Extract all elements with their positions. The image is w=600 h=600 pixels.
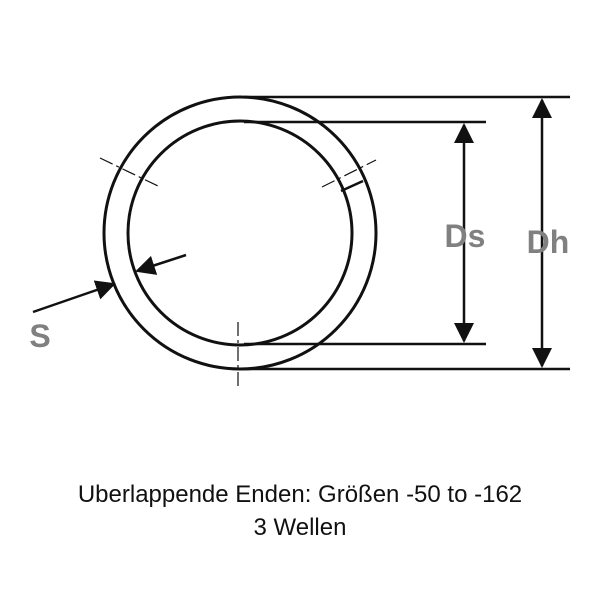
- caption-line-1: Uberlappende Enden: Größen -50 to -162: [77, 481, 523, 508]
- ring-outer-edge: [102, 95, 378, 371]
- s-label: S: [29, 318, 50, 354]
- center-marks: [99, 157, 377, 390]
- caption-line-2: 3 Wellen: [253, 514, 347, 541]
- ring: [102, 95, 378, 371]
- dimension-lines: [32, 98, 552, 368]
- center-mark-right: [321, 159, 377, 188]
- ring-gap-line: [340, 179, 364, 193]
- ring-inner-edge: [126, 119, 354, 347]
- s-arrow-outer: [32, 280, 116, 314]
- caption: Uberlappende Enden: Größen -50 to -162 3…: [0, 478, 600, 544]
- ds-label: Ds: [445, 218, 486, 254]
- center-mark-left: [99, 157, 161, 188]
- dh-label: Dh: [527, 224, 570, 260]
- s-arrow-inner: [135, 253, 187, 275]
- extension-lines: [244, 95, 570, 371]
